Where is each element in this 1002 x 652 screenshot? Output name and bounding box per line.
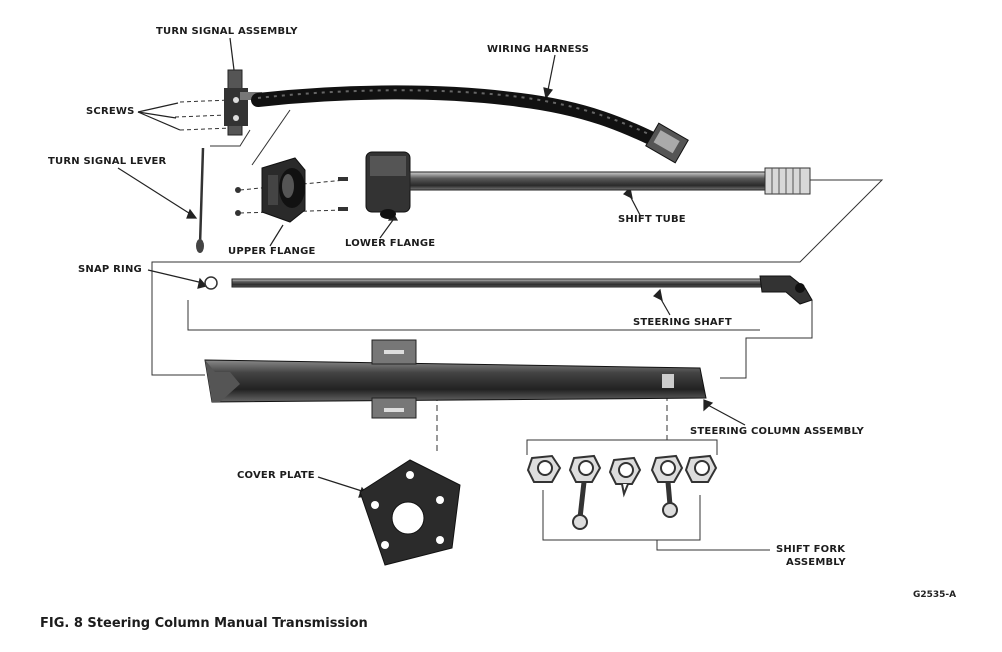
figure-code: G2535-A <box>913 590 957 600</box>
wiring-harness-part <box>251 85 689 164</box>
turn-signal-lever-part <box>196 147 205 253</box>
outline-line-left <box>187 300 760 331</box>
steering-column-part <box>204 339 707 419</box>
outline-line-lower-left <box>151 300 205 376</box>
snap-ring-part <box>204 276 218 290</box>
label-upper-flange: UPPER FLANGE <box>228 246 316 257</box>
steering-shaft-part <box>231 275 813 305</box>
label-shift-tube: SHIFT TUBE <box>618 214 686 225</box>
shift-fork-parts <box>526 454 718 530</box>
label-lower-flange: LOWER FLANGE <box>345 238 436 249</box>
outline-line-upper <box>151 179 884 300</box>
label-shift-fork-line2: ASSEMBLY <box>786 557 846 568</box>
label-steering-column-assembly: STEERING COLUMN ASSEMBLY <box>690 426 864 437</box>
lower-flange-part <box>365 151 411 219</box>
cover-plate-part <box>359 459 461 566</box>
turn-signal-assembly-part <box>224 69 262 136</box>
label-cover-plate: COVER PLATE <box>237 470 315 481</box>
label-steering-shaft: STEERING SHAFT <box>633 317 732 328</box>
upper-flange-part <box>261 157 306 223</box>
label-shift-fork-line1: SHIFT FORK <box>776 544 846 555</box>
label-screws: SCREWS <box>86 106 135 117</box>
outline-line-middle <box>720 300 813 379</box>
label-snap-ring: SNAP RING <box>78 264 142 275</box>
shift-tube-part <box>409 167 811 195</box>
label-turn-signal-assembly: TURN SIGNAL ASSEMBLY <box>156 26 298 37</box>
label-wiring-harness: WIRING HARNESS <box>487 44 589 55</box>
figure-caption: FIG. 8 Steering Column Manual Transmissi… <box>40 616 368 631</box>
label-turn-signal-lever: TURN SIGNAL LEVER <box>48 156 167 167</box>
shift-fork-bracket <box>526 439 718 455</box>
